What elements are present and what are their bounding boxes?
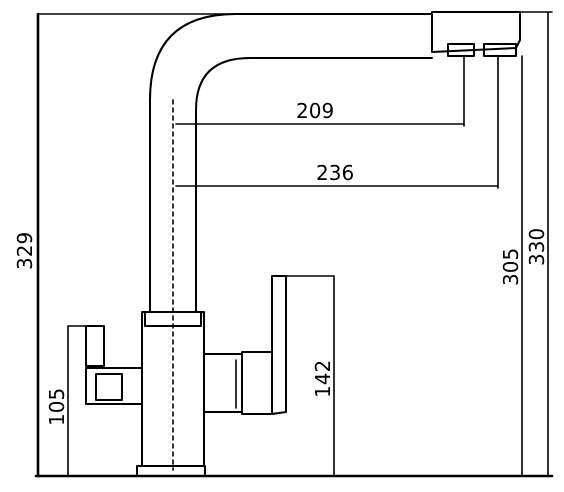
side-valve xyxy=(85,325,143,405)
dimension-reach-outer: 236 xyxy=(175,55,499,189)
dimension-handle-height: 142 xyxy=(285,275,335,477)
spout-inner-label: 305 xyxy=(499,248,523,286)
dimension-reach-inner: 209 xyxy=(175,55,465,127)
frame xyxy=(34,12,554,478)
side-valve-label: 105 xyxy=(45,388,69,426)
dimension-spout-inner: 305 xyxy=(499,55,523,477)
faucet-base xyxy=(136,465,206,477)
faucet-spout xyxy=(149,13,433,471)
total-height-label: 329 xyxy=(13,232,37,270)
spout-head xyxy=(431,11,521,57)
reach-inner-label: 209 xyxy=(296,99,334,123)
dimension-spout-outer: 330 xyxy=(519,11,553,477)
dimension-total-height: 329 xyxy=(13,232,37,270)
dimension-side-valve: 105 xyxy=(45,325,99,477)
handle-height-label: 142 xyxy=(311,360,335,398)
reach-outer-label: 236 xyxy=(316,161,354,185)
handle-lever xyxy=(203,275,287,415)
spout-outer-label: 330 xyxy=(525,228,549,266)
